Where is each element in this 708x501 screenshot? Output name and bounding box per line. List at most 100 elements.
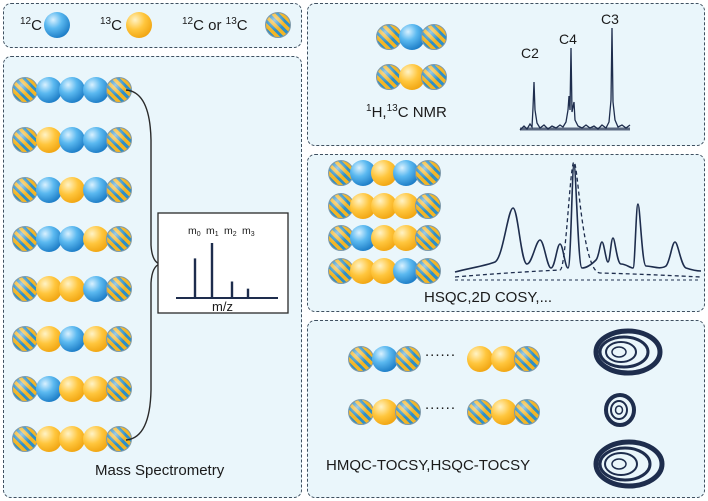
mass-spec-c13-bead bbox=[82, 375, 109, 402]
tocsy-ellipsis-row-1: ...... bbox=[425, 343, 457, 360]
mass-spec-c12-bead bbox=[59, 226, 85, 253]
hsqc-cosy-spectrum bbox=[454, 164, 702, 273]
nmr-1d-c13-bead bbox=[398, 64, 425, 90]
mass-spec-mix-bead bbox=[106, 326, 132, 352]
mass-spec-c13-bead bbox=[35, 126, 62, 153]
mass-spec-mix-bead bbox=[106, 226, 132, 253]
legend-c12-bead bbox=[44, 12, 70, 38]
mass-spectrum-xlabel: m/z bbox=[212, 299, 233, 314]
mass-spec-c12-bead bbox=[82, 126, 109, 153]
nmr-1d-spectrum bbox=[519, 27, 631, 131]
tocsy-mix-bead bbox=[467, 399, 493, 425]
mass-spec-c13-bead bbox=[59, 176, 85, 203]
nmr-1d-mix-bead bbox=[421, 64, 447, 90]
mass-spec-c12-bead bbox=[82, 276, 109, 303]
mass-spec-mix-bead bbox=[12, 176, 38, 203]
mass-spec-c12-bead bbox=[59, 126, 85, 153]
nmr-2d-c13-bead bbox=[393, 192, 420, 219]
mass-spec-mix-bead bbox=[106, 425, 132, 452]
tocsy-mix-bead bbox=[395, 346, 421, 372]
mass-spec-mix-bead bbox=[106, 176, 132, 203]
tocsy-contour-3 bbox=[593, 439, 665, 489]
mass-spec-c12-bead bbox=[59, 77, 85, 103]
mass-spec-mix-bead bbox=[12, 77, 38, 103]
mass-spec-c13-bead bbox=[59, 276, 85, 303]
legend-c13-bead bbox=[126, 12, 152, 38]
mass-spec-c13-bead bbox=[35, 276, 62, 303]
tocsy-contour-2 bbox=[604, 393, 636, 427]
nmr-2d-c13-bead bbox=[371, 225, 398, 251]
mass-spec-c13-bead bbox=[35, 326, 62, 352]
mass-spec-c12-bead bbox=[59, 326, 85, 352]
nmr-2d-mix-bead bbox=[414, 257, 441, 284]
peak-label-m3: m3 bbox=[242, 225, 255, 238]
nmr-2d-c13-bead bbox=[371, 257, 398, 284]
tocsy-title: HMQC-TOCSY,HSQC-TOCSY bbox=[326, 457, 531, 474]
tocsy-mix-bead bbox=[395, 399, 421, 425]
nmr-2d-c12-bead bbox=[349, 160, 376, 186]
nmr-1d-mix-bead bbox=[376, 64, 402, 90]
peak-label-m1: m1 bbox=[206, 225, 219, 238]
mass-spec-mix-bead bbox=[106, 375, 132, 402]
nmr-2d-c13-bead bbox=[349, 257, 376, 284]
legend-mix-label: 12C or 13C bbox=[182, 16, 248, 34]
nmr-1d-c12-bead bbox=[398, 24, 425, 50]
mass-spec-title: Mass Spectrometry bbox=[95, 462, 225, 479]
mass-spec-c12-bead bbox=[35, 226, 62, 253]
mass-spec-c13-bead bbox=[82, 326, 109, 352]
tocsy-c13-bead bbox=[371, 399, 398, 425]
nmr-2d-c12-bead bbox=[349, 225, 376, 251]
nmr-1d-mix-bead bbox=[421, 24, 447, 50]
mass-spec-mix-bead bbox=[106, 276, 132, 303]
nmr-2d-c12-bead bbox=[393, 257, 420, 284]
tocsy-mix-bead bbox=[348, 399, 374, 425]
nmr-2d-c12-bead bbox=[393, 160, 420, 186]
nmr-1d-panel bbox=[307, 3, 705, 146]
nmr-2d-mix-bead bbox=[328, 257, 354, 284]
mass-spec-mix-bead bbox=[106, 126, 132, 153]
nmr-2d-mix-bead bbox=[328, 225, 354, 251]
tocsy-mix-bead bbox=[348, 346, 374, 372]
nmr-2d-mix-bead bbox=[414, 225, 441, 251]
svg-text:m0 m1 m2 m3: m0 m1 m2 m3 bbox=[188, 225, 255, 239]
mass-spec-c12-bead bbox=[82, 176, 109, 203]
mass-spec-mix-bead bbox=[12, 425, 38, 452]
mass-spec-c12-bead bbox=[82, 77, 109, 103]
mass-spec-c13-bead bbox=[59, 375, 85, 402]
mass-spec-mix-bead bbox=[12, 276, 38, 303]
mass-spec-c13-bead bbox=[82, 425, 109, 452]
tocsy-c13-bead bbox=[467, 346, 493, 372]
peak-label-c2: C2 bbox=[521, 45, 539, 61]
mass-spec-c12-bead bbox=[35, 375, 62, 402]
nmr-1d-title: 1H,13C NMR bbox=[366, 103, 447, 121]
mass-spec-c12-bead bbox=[35, 77, 62, 103]
mass-spec-c13-bead bbox=[59, 425, 85, 452]
peak-label-m0: m0 bbox=[188, 225, 201, 238]
nmr-2d-mix-bead bbox=[414, 192, 441, 219]
peak-label-m2: m2 bbox=[224, 225, 237, 238]
nmr-2d-title: HSQC,2D COSY,... bbox=[424, 289, 553, 306]
tocsy-mix-bead bbox=[514, 346, 540, 372]
nmr-2d-c13-bead bbox=[371, 192, 398, 219]
mass-spectrum-inset bbox=[157, 212, 289, 314]
nmr-2d-c13-bead bbox=[393, 225, 420, 251]
tocsy-ellipsis-row-2: ...... bbox=[425, 396, 457, 413]
grouping-brace bbox=[125, 89, 161, 441]
nmr-2d-mix-bead bbox=[414, 160, 441, 186]
mass-spec-c13-bead bbox=[82, 226, 109, 253]
nmr-2d-c13-bead bbox=[349, 192, 376, 219]
mass-spec-c12-bead bbox=[35, 176, 62, 203]
tocsy-c13-bead bbox=[490, 399, 517, 425]
legend-c13-label: 13C bbox=[100, 16, 122, 34]
tocsy-mix-bead bbox=[514, 399, 540, 425]
nmr-1d-mix-bead bbox=[376, 24, 402, 50]
peak-label-c4: C4 bbox=[559, 31, 577, 47]
mass-spectrum-peaks bbox=[193, 243, 250, 298]
tocsy-contour-1 bbox=[593, 328, 663, 376]
tocsy-c12-bead bbox=[371, 346, 398, 372]
mass-spec-c13-bead bbox=[35, 425, 62, 452]
peak-label-c3: C3 bbox=[601, 11, 619, 27]
tocsy-c13-bead bbox=[490, 346, 517, 372]
legend-mix-bead bbox=[265, 12, 291, 38]
